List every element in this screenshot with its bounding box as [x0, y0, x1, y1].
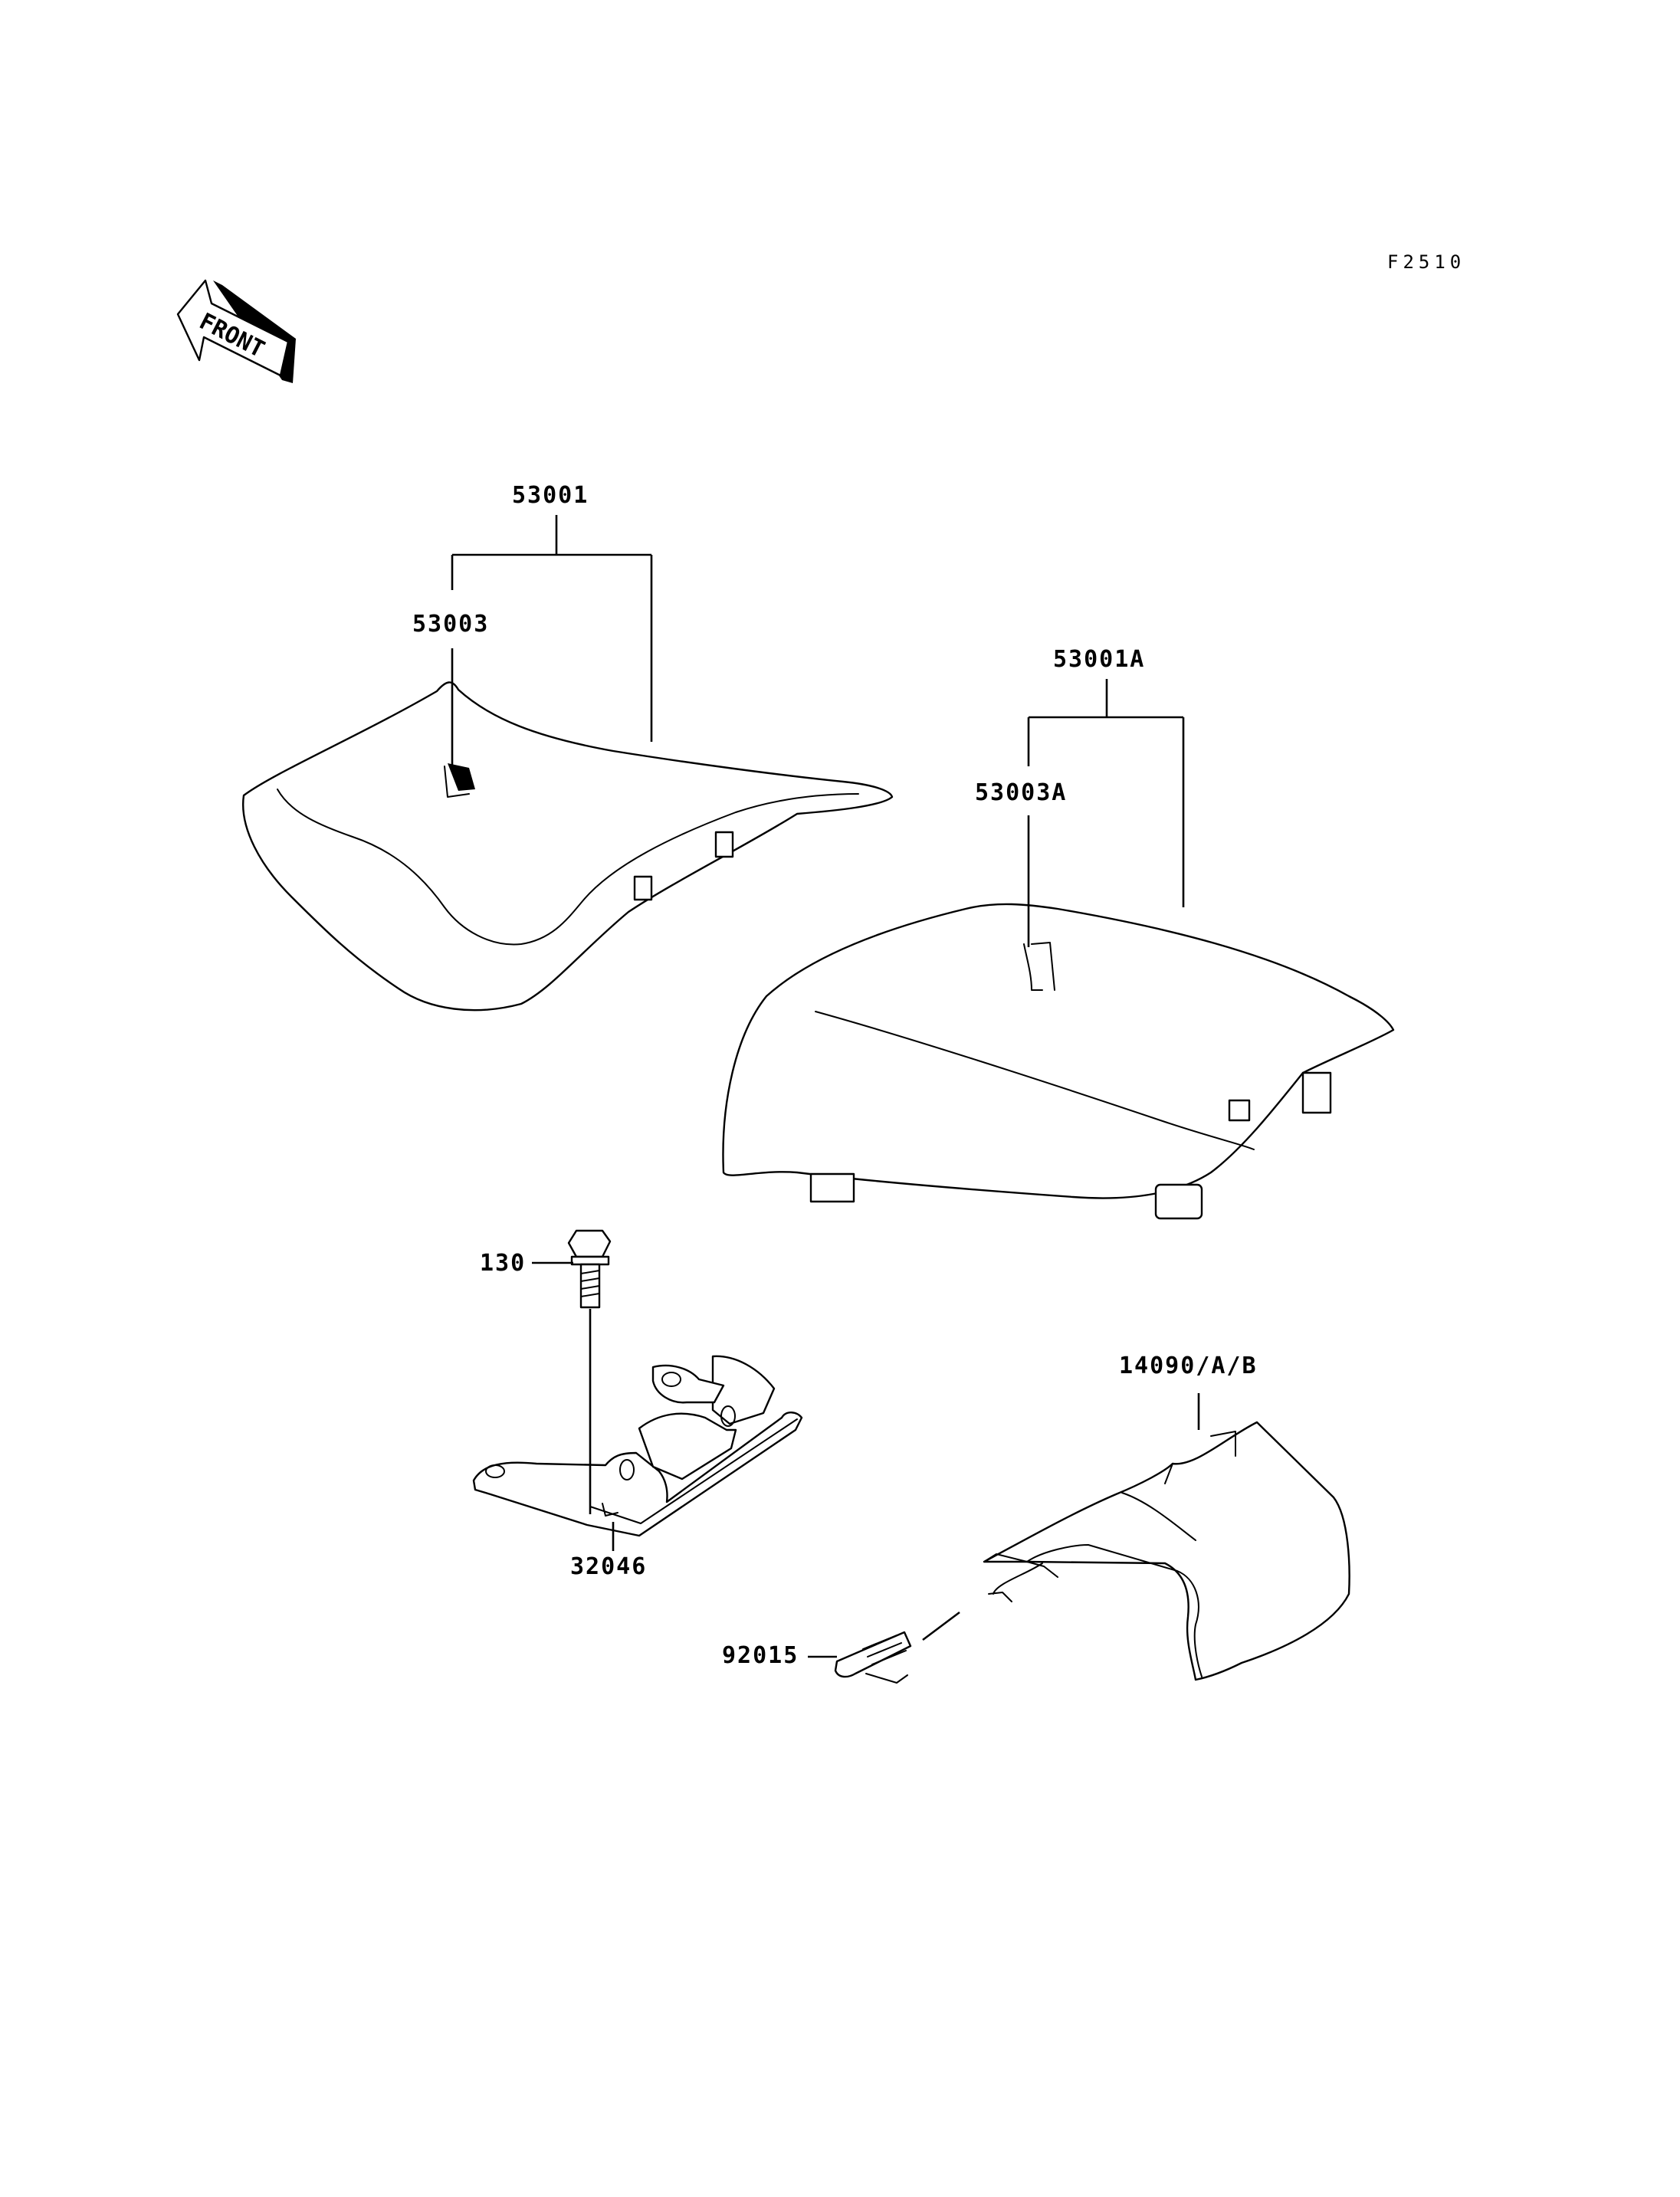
seat-bracket	[472, 1355, 803, 1537]
label-92015: 92015	[722, 1642, 799, 1669]
front-arrow-icon: FRONT	[176, 279, 296, 383]
rear-cowl	[983, 1421, 1350, 1681]
diagram-code: F2510	[1387, 251, 1466, 273]
bolt-130	[567, 1229, 612, 1309]
grommet-92015	[834, 1631, 912, 1684]
label-32046: 32046	[570, 1553, 648, 1580]
label-53001A: 53001A	[1053, 646, 1146, 673]
label-53003: 53003	[412, 611, 490, 638]
leader-lines	[451, 515, 1200, 1658]
label-53001: 53001	[512, 482, 589, 509]
label-53003A: 53003A	[975, 779, 1068, 806]
label-130: 130	[480, 1250, 527, 1277]
label-14090-a-b: 14090/A/B	[1119, 1353, 1258, 1379]
rear-seat	[722, 903, 1395, 1220]
front-seat	[242, 681, 894, 1012]
